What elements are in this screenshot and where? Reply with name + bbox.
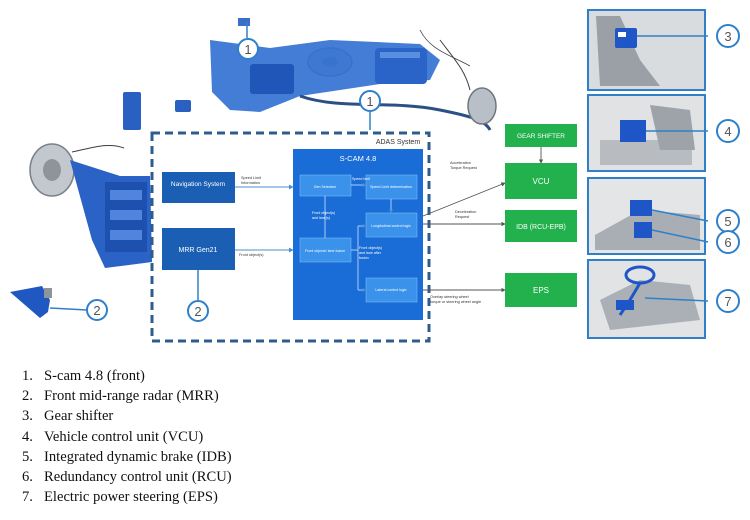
steering-assembly-illustration	[123, 18, 497, 131]
decel-label-2: Request	[455, 215, 470, 219]
eps-label: EPS	[533, 286, 549, 295]
longitudinal-box	[365, 212, 418, 238]
idb-label: IDB (RCU-EPB)	[516, 224, 566, 231]
scam-block: S-CAM 4.8 Gen Selection Speed Limit dete…	[293, 149, 423, 320]
connector-lines: Speed Limit Information Front object(s) …	[235, 147, 544, 304]
callout-4-label: 4	[724, 124, 731, 139]
front-objects-arrow-label: Front object(s)	[239, 253, 264, 257]
inner-front-3: Front object(s)	[359, 246, 382, 250]
legend-item-number: 4.	[22, 428, 33, 445]
legend-item: 4. Vehicle control unit (VCU)	[22, 427, 232, 447]
overlay-label-2: torque or steering wheel angle	[430, 300, 481, 304]
accel-label-1: Acceleration	[450, 161, 471, 165]
callout-6: 6	[716, 230, 740, 254]
callout-1-top: 1	[237, 22, 259, 60]
navigation-system-block: Navigation System	[162, 172, 235, 203]
vcu-block: VCU	[505, 163, 577, 199]
thumbnail-idb-rcu	[587, 177, 709, 255]
callout-7: 7	[716, 289, 740, 313]
legend-item: 3. Gear shifter	[22, 406, 232, 426]
callout-2: 2	[49, 299, 108, 321]
callout-3-label: 3	[724, 29, 731, 44]
speed-limit-label: Speed Limit determination	[370, 185, 412, 189]
vcu-label: VCU	[533, 177, 550, 186]
legend-item-number: 7.	[22, 489, 33, 506]
inner-front-2: and lane(s)	[312, 216, 330, 220]
lateral-box	[365, 277, 418, 303]
speed-limit-info-2: Information	[241, 181, 260, 185]
longitudinal-label: Longitudinal control logic	[371, 224, 411, 228]
overlay-label-1: Overlay steering wheel	[430, 295, 469, 299]
gear-shifter-block: GEAR SHIFTER	[505, 124, 577, 147]
legend-item-number: 1.	[22, 368, 33, 384]
gear-shifter-label: GEAR SHIFTER	[517, 133, 565, 140]
gen-selection-label: Gen Selection	[314, 185, 337, 189]
callout-3: 3	[716, 24, 740, 48]
legend-item-text: Integrated dynamic brake (IDB)	[44, 448, 232, 465]
legend-item-number: 5.	[22, 448, 33, 465]
idb-block: IDB (RCU-EPB)	[505, 210, 577, 242]
thumbnail-eps	[587, 259, 709, 339]
adas-diagram: 1 1 2 ADAS System Navigation System MRR …	[10, 9, 740, 343]
legend-item-number: 3.	[22, 408, 33, 425]
callout-5: 5	[716, 209, 740, 233]
callout-1-top-label: 1	[244, 42, 251, 57]
speed-limit-box	[365, 174, 418, 200]
callout-2-label: 2	[93, 303, 100, 318]
legend-item: 2. Front mid-range radar (MRR)	[22, 386, 232, 406]
legend-item: 5. Integrated dynamic brake (IDB)	[22, 447, 232, 467]
callout-6-label: 6	[724, 235, 731, 250]
mrr-gen21-block: MRR Gen21	[162, 228, 235, 270]
thumbnail-gear-shifter	[587, 9, 708, 91]
decel-label-1: Deceleration	[455, 210, 476, 214]
speed-limit-info-1: Speed Limit	[241, 176, 262, 180]
callout-2-mrr: 2	[187, 270, 209, 322]
inner-front-4: and lane after	[359, 251, 382, 255]
front-objects-label: Front objects/ lane fusion	[305, 249, 345, 253]
adas-system-label: ADAS System	[376, 139, 421, 146]
callout-4: 4	[716, 119, 740, 143]
callout-1-mid: 1	[359, 90, 381, 130]
left-brake-illustration	[29, 143, 152, 268]
legend-item-number: 6.	[22, 469, 33, 486]
gen-selection-box	[299, 174, 352, 197]
svg-text:Navigation System: Navigation System	[171, 181, 225, 188]
legend-item-text: Gear shifter	[44, 408, 114, 425]
legend-item-text: Front mid-range radar (MRR)	[44, 388, 219, 405]
legend-item: 1. S-cam 4.8 (front)	[22, 366, 232, 386]
callout-5-label: 5	[724, 214, 731, 229]
legend-item: 7. Electric power steering (EPS)	[22, 487, 232, 507]
legend-item-text: Electric power steering (EPS)	[44, 489, 218, 506]
callout-2-mrr-label: 2	[194, 304, 201, 319]
adas-system-boundary: ADAS System	[150, 131, 431, 343]
accel-label-2: Torque Request	[450, 166, 478, 170]
scam-title: S-CAM 4.8	[340, 154, 377, 163]
mrr-label: MRR Gen21	[179, 247, 218, 254]
legend-item-number: 2.	[22, 388, 33, 405]
legend-item-text: Redundancy control unit (RCU)	[44, 469, 232, 486]
inner-front-5: fusion	[359, 256, 369, 260]
component-legend: 1. S-cam 4.8 (front) 2. Front mid-range ra…	[22, 366, 232, 507]
callout-1-mid-label: 1	[366, 94, 373, 109]
legend-item: 6. Redundancy control unit (RCU)	[22, 467, 232, 487]
navigation-label: Navigation System	[171, 181, 225, 188]
radar-illustration	[10, 286, 52, 318]
legend-item-text: Vehicle control unit (VCU)	[44, 428, 204, 445]
front-objects-box	[299, 237, 352, 263]
legend-item-text: S-cam 4.8 (front)	[44, 368, 145, 384]
callout-7-label: 7	[724, 294, 731, 309]
lateral-label: Lateral control logic	[375, 288, 406, 292]
inner-speed-limit-small: Speed limit	[352, 177, 370, 181]
thumbnail-vcu	[587, 94, 708, 172]
inner-front-1: Front object(s)	[312, 211, 335, 215]
eps-block: EPS	[505, 273, 577, 307]
